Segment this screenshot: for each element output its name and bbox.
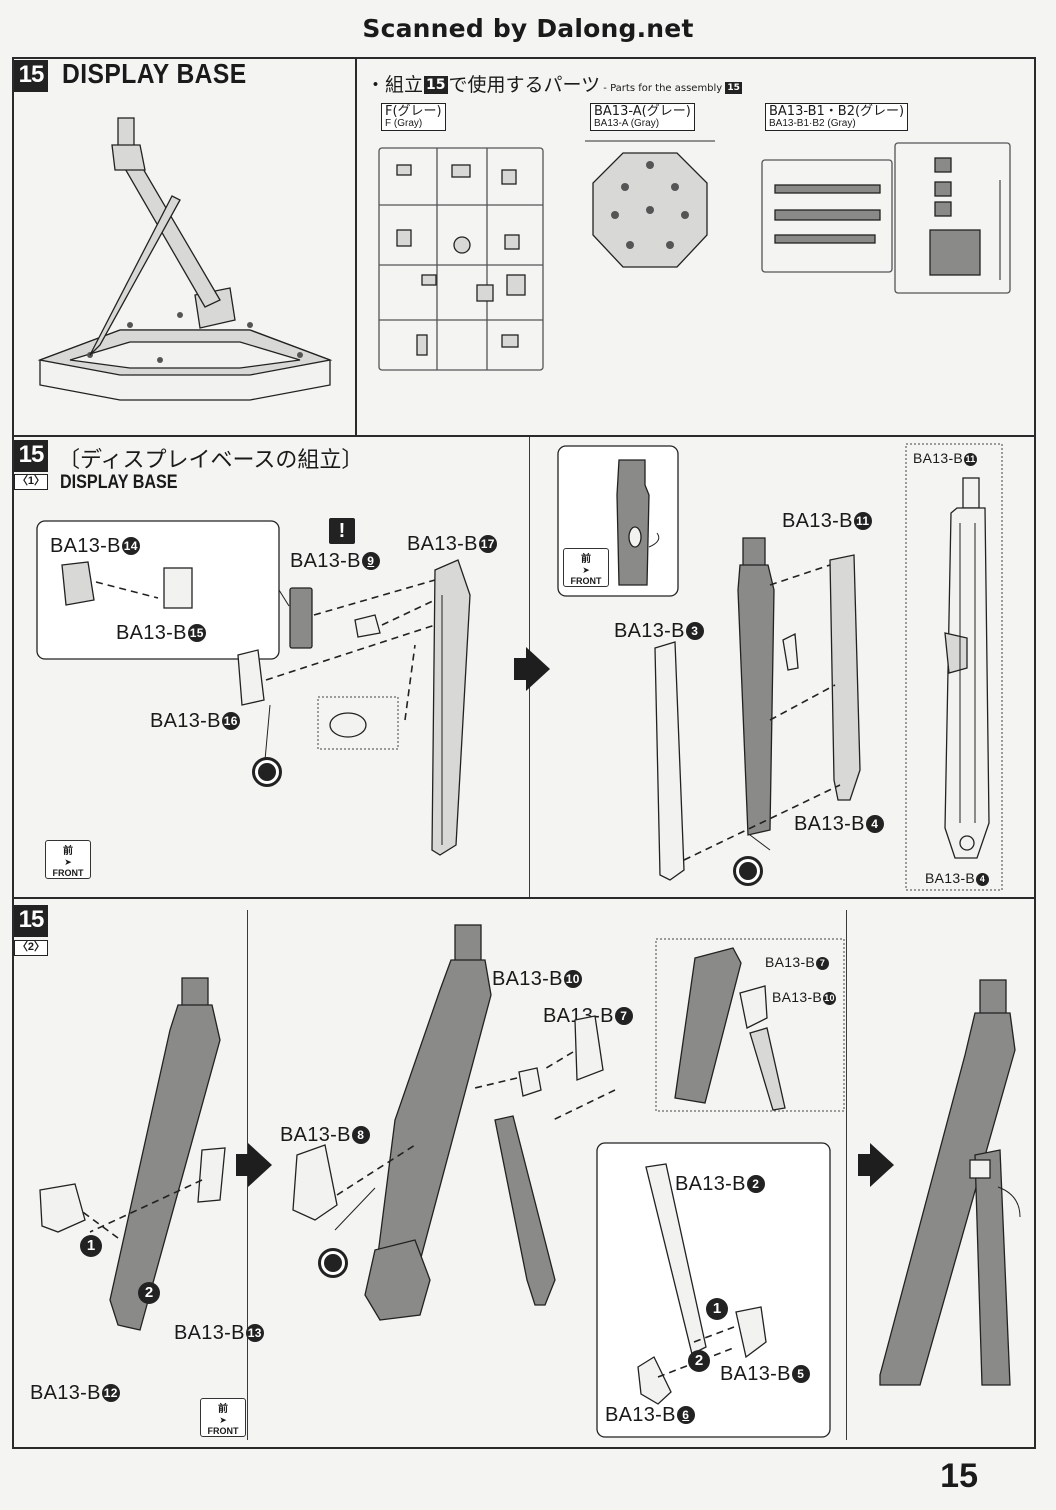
page-frame	[12, 57, 1036, 1449]
front-badge-1: 前➤FRONT	[45, 840, 91, 879]
front-badge-3: 前➤FRONT	[200, 1398, 246, 1437]
step2-left-assembly	[39, 977, 226, 1331]
next-step-arrow-3	[870, 1143, 894, 1187]
runner-f-sprue	[378, 147, 544, 371]
divider-vertical-top	[355, 57, 357, 437]
inset-b7-b10	[655, 938, 845, 1112]
runner-label-ba13a: BA13-A(グレー) BA13-A (Gray)	[590, 103, 695, 132]
substep-1: 〈1〉	[14, 474, 48, 490]
seq-1-right: 1	[706, 1298, 728, 1320]
runner-label-f: F(グレー) F (Gray)	[381, 103, 446, 132]
step2-middle-assembly	[292, 924, 616, 1321]
inset-b14-b15	[36, 520, 290, 660]
glue-icon-2	[733, 856, 763, 886]
step1-right-assembly	[654, 537, 861, 881]
seq-2-right: 2	[688, 1350, 710, 1372]
parts-heading-en-step: 15	[725, 82, 742, 94]
caution-icon: !	[329, 518, 355, 544]
runner-ba13a-octagon	[585, 140, 715, 268]
substep-2: 〈2〉	[14, 940, 48, 956]
section1-title-en: DISPLAY BASE	[60, 472, 178, 493]
divider-vertical-sec2b	[846, 910, 847, 1440]
arrow-stem-3	[858, 1154, 870, 1176]
step1-number: 15	[14, 440, 48, 472]
inset-b2-b5-b6	[596, 1142, 831, 1438]
step2-number: 15	[14, 905, 48, 937]
step1-left-assembly	[237, 559, 471, 856]
display-base-illustration	[37, 117, 333, 401]
divider-middle	[12, 897, 1036, 899]
parts-heading-en: - Parts for the assembly	[600, 83, 726, 94]
front-badge-2: 前➤FRONT	[563, 548, 609, 587]
scan-credit: Scanned by Dalong.net	[362, 14, 694, 43]
parts-heading-suffix: で使用するパーツ	[448, 74, 601, 96]
seq-1-left: 1	[80, 1235, 102, 1257]
section-title: DISPLAY BASE	[62, 58, 247, 89]
divider-top	[12, 435, 1036, 437]
section1-title-jp: 〔ディスプレイベースの組立〕	[58, 448, 364, 473]
glue-icon-3	[318, 1248, 348, 1278]
parts-heading-step: 15	[424, 76, 448, 94]
next-step-arrow-2	[248, 1143, 272, 1187]
step2-final-assembly	[879, 979, 1021, 1386]
page-number: 15	[940, 1457, 978, 1495]
next-step-arrow	[526, 647, 550, 691]
seq-2-left: 2	[138, 1282, 160, 1304]
inset-b11-b4	[905, 443, 1003, 891]
runner-label-ba13b: BA13-B1・B2(グレー) BA13-B1·B2 (Gray)	[765, 103, 909, 132]
arrow-stem-2	[236, 1154, 248, 1176]
parts-heading-prefix: ・組立	[366, 74, 424, 96]
arrow-stem-1	[514, 658, 526, 680]
runner-ba13b-sprue	[761, 142, 1011, 294]
step-number: 15	[14, 60, 48, 92]
glue-icon	[252, 757, 282, 787]
